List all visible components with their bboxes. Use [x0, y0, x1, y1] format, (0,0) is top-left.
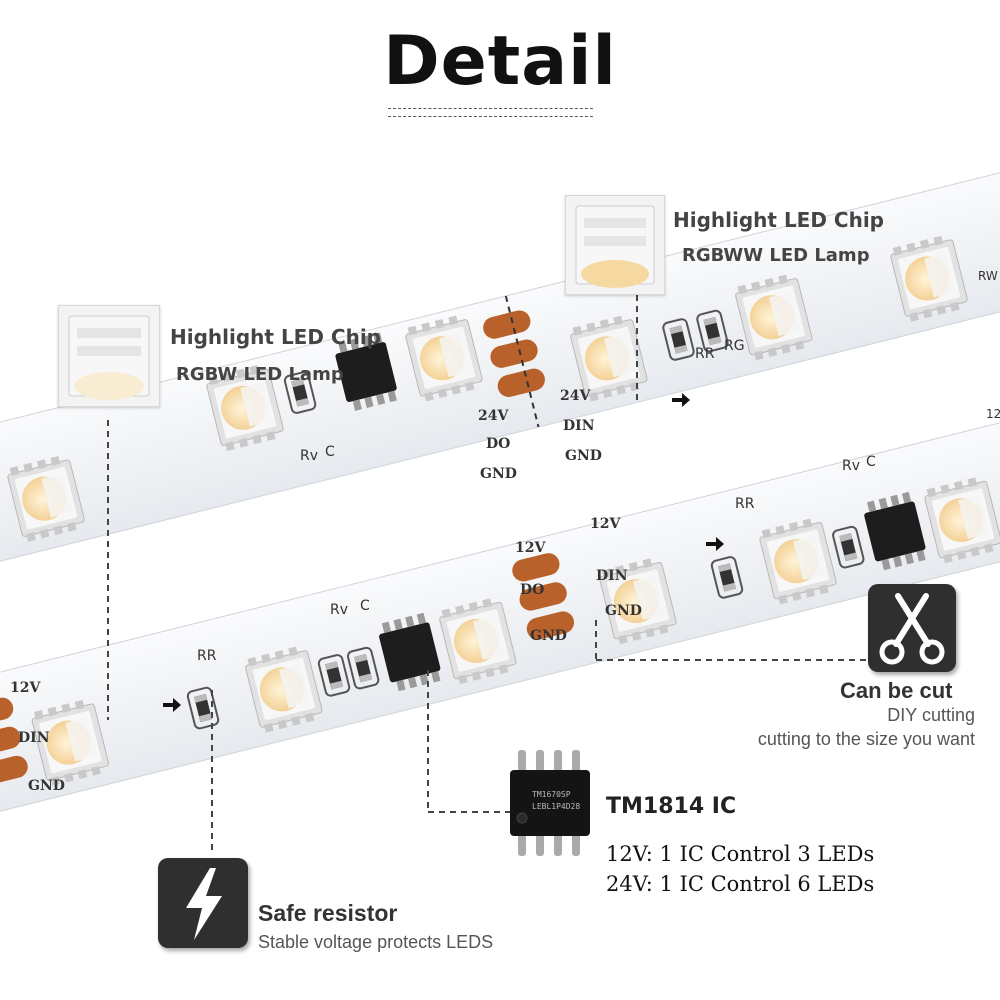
- ic-title: TM1814 IC: [606, 794, 737, 819]
- scissors-icon: [868, 584, 956, 672]
- svg-text:24V: 24V: [478, 408, 509, 424]
- svg-text:C: C: [360, 598, 370, 614]
- svg-text:12V: 12V: [986, 407, 1000, 421]
- resistor-title: Safe resistor: [258, 900, 398, 926]
- svg-text:Rv: Rv: [330, 602, 348, 618]
- ic-marking-1: TM1670SP: [532, 790, 571, 799]
- svg-text:24V: 24V: [560, 388, 591, 404]
- svg-text:GND: GND: [530, 628, 567, 644]
- page-title: Detail: [383, 22, 617, 101]
- svg-text:DIN: DIN: [18, 730, 50, 746]
- ic-spec-12v: 12V: 1 IC Control 3 LEDs: [606, 842, 875, 866]
- ic-chip-image: TM1670SP LEBL1P4D28: [510, 748, 592, 858]
- svg-text:12V: 12V: [515, 540, 546, 556]
- rgbww-chip-thumbnail: [565, 195, 665, 295]
- svg-text:GND: GND: [28, 778, 65, 794]
- svg-text:RR: RR: [197, 648, 217, 664]
- svg-text:Rv: Rv: [300, 448, 318, 464]
- svg-text:Rv: Rv: [842, 458, 860, 474]
- ic-spec-24v: 24V: 1 IC Control 6 LEDs: [606, 872, 875, 896]
- svg-text:12V: 12V: [590, 516, 621, 532]
- cut-title: Can be cut: [840, 678, 953, 703]
- lightning-icon: [158, 858, 248, 948]
- svg-text:DIN: DIN: [563, 418, 595, 434]
- title-underline: [388, 108, 593, 109]
- rgbw-chip-title: Highlight LED Chip: [170, 325, 381, 349]
- ic-marking-2: LEBL1P4D28: [532, 802, 581, 811]
- rgbw-chip-thumbnail: [58, 305, 160, 407]
- rgbww-chip-subtitle: RGBWW LED Lamp: [682, 245, 870, 266]
- svg-text:C: C: [866, 454, 876, 470]
- svg-text:GND: GND: [480, 466, 517, 482]
- svg-text:12V: 12V: [10, 680, 41, 696]
- rgbww-chip-title: Highlight LED Chip: [673, 208, 884, 232]
- rgbw-chip-subtitle: RGBW LED Lamp: [176, 364, 344, 385]
- svg-text:RR: RR: [695, 346, 715, 362]
- cut-line-2: cutting to the size you want: [757, 729, 975, 749]
- svg-text:DO: DO: [520, 582, 544, 598]
- title-underline-2: [388, 116, 593, 117]
- svg-text:DIN: DIN: [596, 568, 628, 584]
- svg-text:RG: RG: [724, 338, 745, 354]
- svg-text:C: C: [325, 444, 335, 460]
- svg-text:GND: GND: [565, 448, 602, 464]
- svg-text:RW: RW: [978, 269, 998, 283]
- svg-text:RR: RR: [735, 496, 755, 512]
- cut-line-1: DIY cutting: [887, 705, 975, 725]
- svg-text:GND: GND: [605, 603, 642, 619]
- svg-text:DO: DO: [486, 436, 510, 452]
- resistor-subtitle: Stable voltage protects LEDS: [258, 932, 494, 952]
